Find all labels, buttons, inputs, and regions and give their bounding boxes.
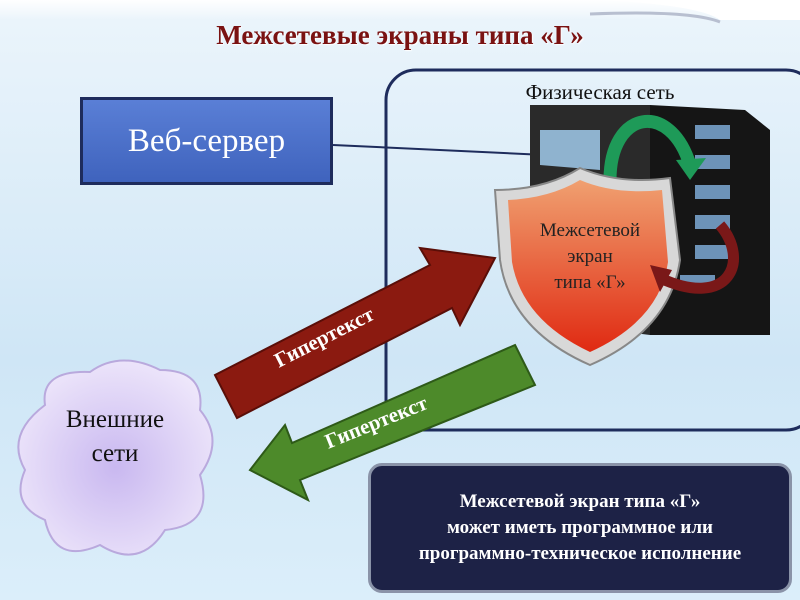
external-label-line: Внешние <box>65 406 165 433</box>
shield-label-line: типа «Г» <box>554 272 626 293</box>
web-server-label: Веб-сервер <box>127 122 286 159</box>
shield-label-line: Межсетевой <box>539 220 641 241</box>
physical-network-label: Физическая сеть <box>525 80 675 104</box>
top-curve <box>589 11 721 24</box>
firewall-shield-icon <box>493 166 682 367</box>
shield-label-line: экран <box>567 246 613 267</box>
info-box: Межсетевой экран типа «Г» может иметь пр… <box>368 463 792 593</box>
green-loop-arrow <box>603 114 697 181</box>
red-arrow-to-firewall <box>213 246 497 420</box>
info-line: программно-техническое исполнение <box>418 543 742 564</box>
info-line: Межсетевой экран типа «Г» <box>459 491 701 512</box>
web-server-box: Веб-сервер <box>80 97 333 185</box>
top-corner-decoration <box>600 0 800 20</box>
external-networks-label: Внешние сети <box>40 403 190 471</box>
red-loop-arrowhead <box>650 265 672 292</box>
external-networks-cloud <box>17 359 214 556</box>
shield-label: Межсетевой экран типа «Г» <box>505 218 675 296</box>
green-loop-arrowhead <box>676 158 706 180</box>
green-arrow-to-external <box>248 343 537 503</box>
info-line: может иметь программное или <box>446 517 713 538</box>
red-loop-arrow <box>657 221 739 294</box>
external-label-line: сети <box>91 440 139 467</box>
slide-title: Межсетевые экраны типа «Г» <box>216 20 584 50</box>
physical-network-frame <box>384 68 800 432</box>
connector-line <box>332 144 546 156</box>
